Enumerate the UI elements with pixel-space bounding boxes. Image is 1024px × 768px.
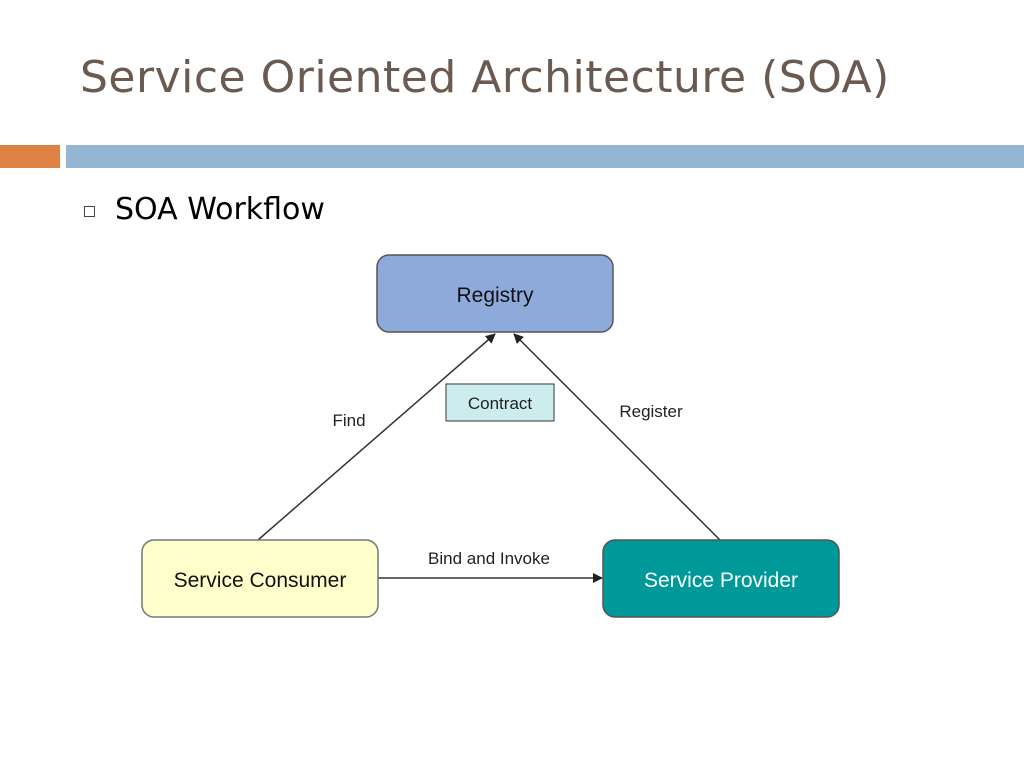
service-consumer-node: Service Consumer	[141, 539, 379, 618]
register-arrow	[513, 333, 721, 541]
square-bullet-icon	[84, 206, 95, 217]
accent-bar-blue	[66, 145, 1024, 168]
bind-invoke-label: Bind and Invoke	[428, 549, 550, 568]
accent-bar-orange	[0, 145, 60, 168]
service-provider-node: Service Provider	[602, 539, 840, 618]
slide-title: Service Oriented Architecture (SOA)	[80, 52, 890, 103]
contract-node: Contract	[445, 383, 555, 422]
find-arrow	[257, 333, 496, 541]
registry-node: Registry	[376, 254, 614, 333]
bullet-text: SOA Workflow	[115, 192, 325, 227]
registry-label: Registry	[456, 284, 534, 307]
service-consumer-label: Service Consumer	[174, 569, 347, 592]
bullet-item: SOA Workflow	[84, 192, 325, 227]
contract-label: Contract	[468, 394, 533, 413]
find-label: Find	[332, 411, 365, 430]
register-label: Register	[619, 402, 683, 421]
service-provider-label: Service Provider	[644, 569, 798, 592]
